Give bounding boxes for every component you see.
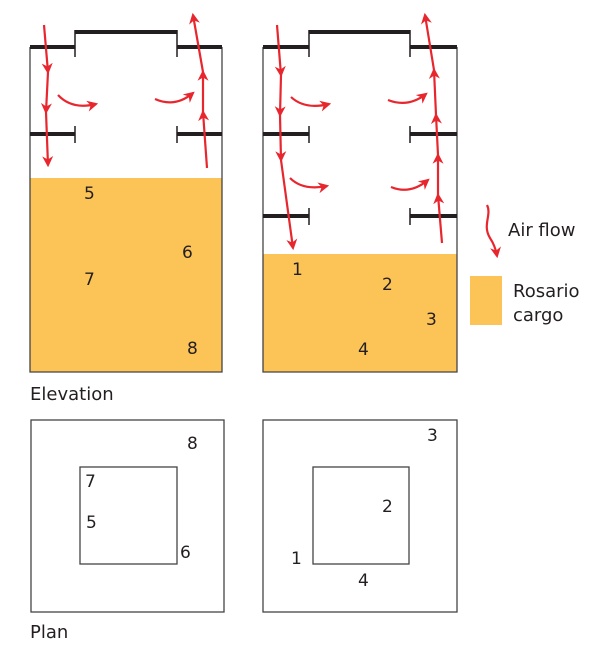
cargo-fill <box>263 254 457 372</box>
point-label: 8 <box>187 339 198 359</box>
airflow-down-arrow <box>274 24 286 78</box>
cargo-legend-label: Rosario <box>513 281 580 302</box>
airflow-down-arrow <box>40 71 52 115</box>
airflow-curl-arrow <box>390 178 430 191</box>
left-hold-elevation: 5 6 7 8 <box>29 30 223 373</box>
airflow-down-arrow <box>42 111 54 168</box>
airflow-up-arrow <box>198 109 210 169</box>
airflow-curl-arrow <box>57 94 99 112</box>
point-label: 4 <box>358 340 369 360</box>
airflow-up-arrow <box>430 112 442 156</box>
point-label: 6 <box>180 543 191 563</box>
airflow-curl-arrow <box>289 177 330 194</box>
airflow-up-arrow <box>428 67 440 116</box>
point-label: 2 <box>382 275 393 295</box>
point-label: 3 <box>426 310 437 330</box>
point-label: 3 <box>427 426 438 446</box>
point-label: 4 <box>358 571 369 591</box>
point-label: 2 <box>382 497 393 517</box>
cargo-legend-swatch <box>470 276 502 325</box>
point-label: 1 <box>291 549 302 569</box>
airflow-arrows <box>40 12 445 251</box>
airflow-up-arrow <box>433 192 445 244</box>
airflow-down-arrow <box>274 74 286 118</box>
airflow-up-arrow <box>420 12 436 71</box>
airflow-legend-arrow-icon <box>485 204 501 259</box>
point-label: 5 <box>86 513 97 533</box>
point-label: 7 <box>85 472 96 492</box>
airflow-legend-label: Air flow <box>508 220 576 241</box>
left-hold-plan: 8 7 5 6 <box>30 419 225 613</box>
point-label: 7 <box>84 270 95 290</box>
point-label: 8 <box>187 434 198 454</box>
cargo-fill <box>30 178 222 372</box>
airflow-down-arrow <box>279 159 298 251</box>
airflow-curl-arrow <box>387 92 428 105</box>
elevation-caption: Elevation <box>30 384 114 405</box>
airflow-down-arrow <box>41 24 53 75</box>
legend: Air flow Rosario cargo <box>470 204 580 326</box>
point-label: 5 <box>84 184 95 204</box>
right-hold-elevation: 1 2 3 4 <box>262 30 458 373</box>
cargo-legend-label: cargo <box>513 305 563 326</box>
airflow-curl-arrow <box>290 96 332 112</box>
airflow-curl-arrow <box>154 91 195 104</box>
right-hold-plan: 3 2 1 4 <box>262 419 458 613</box>
airflow-down-arrow <box>275 114 287 163</box>
plan-caption: Plan <box>30 622 68 643</box>
airflow-up-arrow <box>189 12 205 73</box>
point-label: 1 <box>292 260 303 280</box>
point-label: 6 <box>182 243 193 263</box>
